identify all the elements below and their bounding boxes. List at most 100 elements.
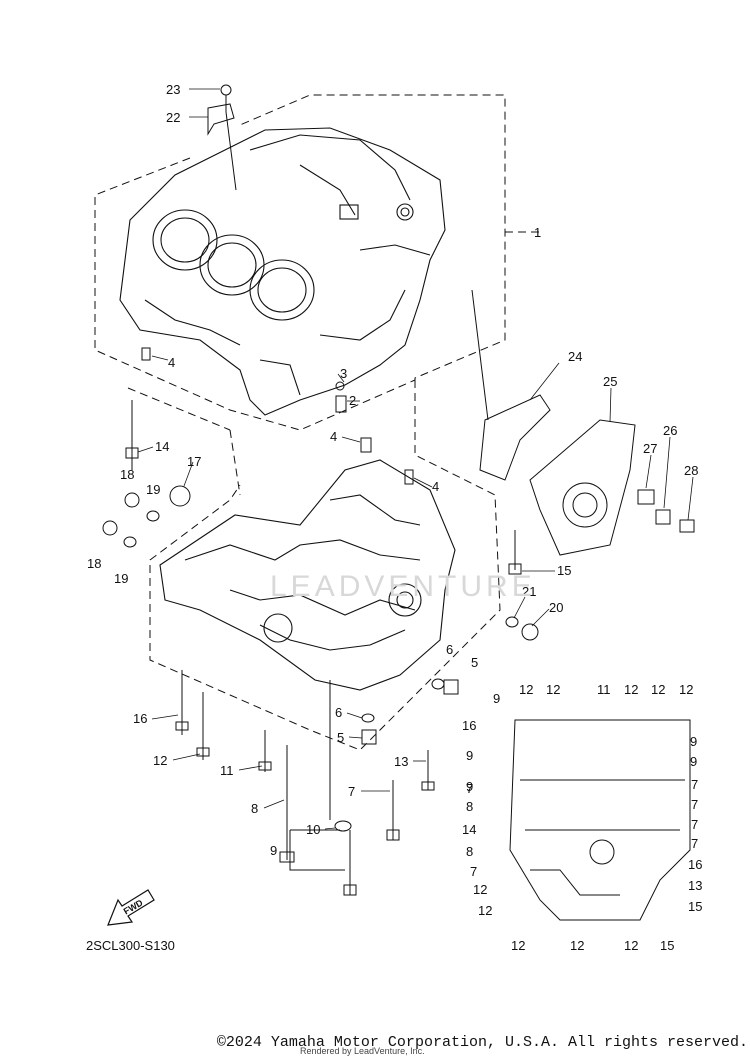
callout-label: 12 <box>624 938 638 953</box>
callout-label: 6 <box>446 642 453 657</box>
collar-27 <box>637 489 655 505</box>
callout-label: 4 <box>432 479 439 494</box>
callout-label: 7 <box>466 781 473 796</box>
callout-label: 12 <box>519 682 533 697</box>
callout-label: 22 <box>166 110 180 125</box>
callout-label: 24 <box>568 349 582 364</box>
callout-label: 7 <box>691 797 698 812</box>
plug-5a <box>443 679 459 695</box>
callout-label: 11 <box>220 763 234 778</box>
diagram-code: 2SCL300-S130 <box>86 938 175 953</box>
o-ring-19a <box>146 510 160 522</box>
plug-20 <box>521 623 539 641</box>
callout-label: 1 <box>534 225 541 240</box>
callout-label: 12 <box>478 903 492 918</box>
fwd-arrow-icon <box>107 889 155 926</box>
callout-label: 15 <box>660 938 674 953</box>
callout-label: 23 <box>166 82 180 97</box>
callout-label: 21 <box>522 584 536 599</box>
copyright-notice: ©2024 Yamaha Motor Corporation, U.S.A. A… <box>216 1034 748 1051</box>
dowel-pin-4-upper <box>141 347 151 361</box>
callout-label: 11 <box>597 682 611 697</box>
callout-label: 17 <box>187 454 201 469</box>
callout-label: 12 <box>679 682 693 697</box>
callout-label: 18 <box>120 467 134 482</box>
callout-label: 20 <box>549 600 563 615</box>
callout-label: 9 <box>466 779 473 794</box>
callout-label: 7 <box>691 817 698 832</box>
callout-label: 5 <box>337 730 344 745</box>
cover-25 <box>529 419 636 556</box>
callout-label: 28 <box>684 463 698 478</box>
callout-label: 15 <box>688 899 702 914</box>
callout-label: 14 <box>155 439 169 454</box>
callout-label: 7 <box>470 864 477 879</box>
dowel-pin-4-right <box>404 469 414 485</box>
callout-label: 8 <box>466 799 473 814</box>
callout-label: 12 <box>651 682 665 697</box>
callout-label: 16 <box>462 718 476 733</box>
upper-crankcase-group-outline <box>94 94 506 431</box>
collar-26 <box>655 509 671 525</box>
callout-label: 26 <box>663 423 677 438</box>
long-bolts <box>125 400 522 896</box>
callout-label: 9 <box>493 691 500 706</box>
callout-label: 19 <box>114 571 128 586</box>
plug-2 <box>335 395 347 413</box>
watermark: LEADVENTURE <box>270 570 536 603</box>
callout-label: 7 <box>691 836 698 851</box>
callout-label: 4 <box>168 355 175 370</box>
upper-crankcase <box>119 127 446 416</box>
callout-label: 7 <box>348 784 355 799</box>
callout-label: 14 <box>462 822 476 837</box>
callout-label: 7 <box>691 777 698 792</box>
callout-label: 2 <box>349 393 356 408</box>
callout-label: 19 <box>146 482 160 497</box>
callout-label: 12 <box>624 682 638 697</box>
callout-label: 12 <box>511 938 525 953</box>
callout-label: 5 <box>471 655 478 670</box>
callout-label: 9 <box>466 748 473 763</box>
callout-label: 18 <box>87 556 101 571</box>
dowel-pin-4-lower <box>360 437 372 453</box>
o-ring-10 <box>334 820 352 832</box>
callout-label: 15 <box>557 563 571 578</box>
callout-label: 6 <box>335 705 342 720</box>
callout-label: 12 <box>546 682 560 697</box>
o-ring-21 <box>505 616 519 628</box>
o-ring-19b <box>123 536 137 548</box>
o-ring-6a <box>431 678 445 690</box>
washer-3 <box>335 381 345 391</box>
callout-label: 9 <box>270 843 277 858</box>
fwd-label: FWD <box>122 897 145 916</box>
callout-label: 8 <box>466 844 473 859</box>
callout-label: 16 <box>688 857 702 872</box>
callout-label: 13 <box>394 754 408 769</box>
callout-label: 12 <box>570 938 584 953</box>
callout-label: 9 <box>690 734 697 749</box>
lower-crankcase <box>159 459 456 691</box>
seal-18a <box>124 492 140 508</box>
callout-labels: 23 22 1 4 3 2 4 4 14 17 18 19 18 19 24 2… <box>87 82 702 953</box>
callout-label: 9 <box>690 754 697 769</box>
bracket-bolt-23 <box>220 84 232 112</box>
callout-label: 25 <box>603 374 617 389</box>
callout-label: 13 <box>688 878 702 893</box>
callout-label: 3 <box>340 366 347 381</box>
lower-crankcase-group-outline <box>149 380 501 751</box>
callout-label: 10 <box>306 822 320 837</box>
callout-label: 16 <box>133 711 147 726</box>
seal-17 <box>169 485 191 507</box>
render-credit: Rendered by LeadVenture, Inc. <box>300 1046 425 1056</box>
bracket-22 <box>207 103 235 136</box>
o-ring-6b <box>361 713 375 723</box>
plug-5b <box>361 729 377 745</box>
callout-label: 12 <box>153 753 167 768</box>
seal-18b <box>102 520 118 536</box>
callout-label: 4 <box>330 429 337 444</box>
bolt-28 <box>679 519 695 533</box>
bottom-view-inset <box>509 719 691 921</box>
leader-lines <box>137 88 694 830</box>
callout-label: 27 <box>643 441 657 456</box>
